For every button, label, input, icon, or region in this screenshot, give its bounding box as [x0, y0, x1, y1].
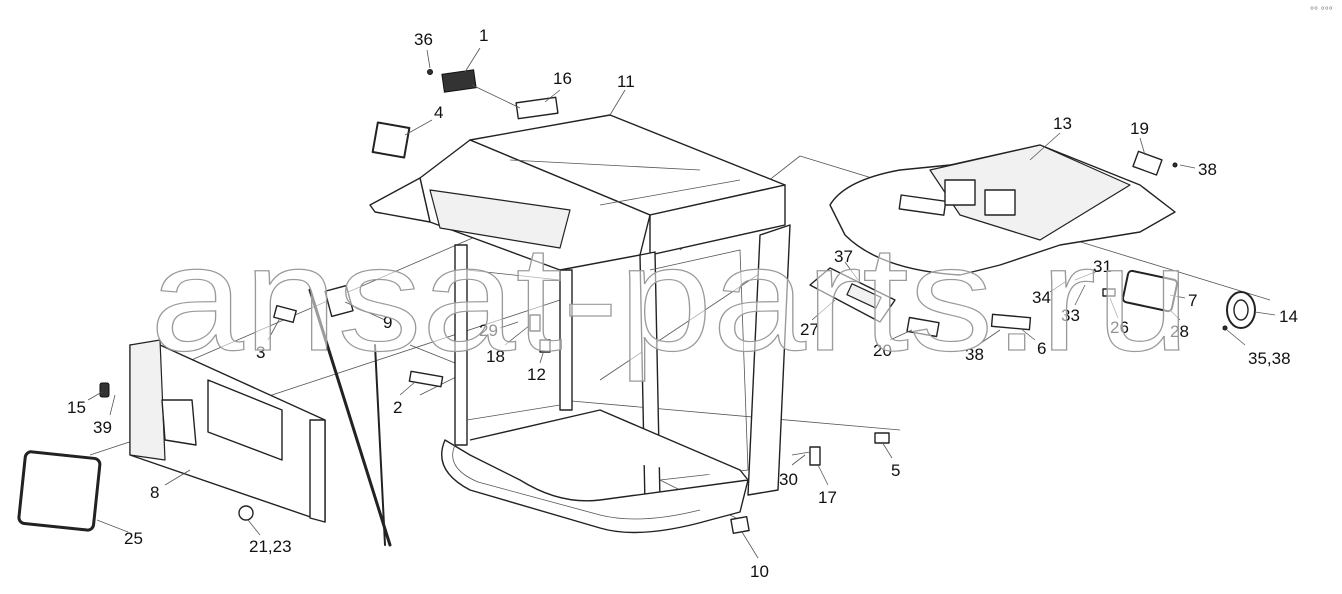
roof-liner [829, 144, 1176, 276]
bracket-18 [529, 314, 541, 332]
plate-10 [730, 516, 750, 534]
bracket-19 [1132, 150, 1163, 176]
latch-15 [99, 382, 110, 398]
grille-6 [990, 313, 1032, 331]
callout-14: 14 [1279, 307, 1298, 326]
callout-5: 5 [891, 461, 900, 480]
clip-26 [1102, 288, 1116, 297]
filter-panel [371, 121, 411, 159]
callout-2: 2 [393, 398, 402, 417]
small-parts [99, 69, 1256, 534]
watermark: ansat-parts.ru [150, 214, 1190, 382]
callout-16: 16 [553, 69, 572, 88]
knob-21-23 [238, 505, 254, 521]
callout-1: 1 [479, 26, 488, 45]
screw-36 [427, 69, 433, 75]
callout-38-mid: 38 [965, 345, 984, 364]
callout-11: 11 [617, 72, 635, 91]
callout-18: 18 [486, 347, 505, 366]
rear-floor-rail [469, 409, 749, 481]
callout-35-38: 35,38 [1248, 349, 1291, 368]
callout-13: 13 [1053, 114, 1072, 133]
interior-lamp [906, 316, 940, 338]
roof-lip [369, 177, 431, 223]
rear-right-pillar [747, 224, 791, 496]
callout-30: 30 [779, 470, 798, 489]
callout-31: 31 [1093, 257, 1112, 276]
callout-leaders [87, 47, 1276, 559]
liner-raised-hatch [929, 144, 1131, 241]
callout-38-top: 38 [1198, 160, 1217, 179]
callout-25: 25 [124, 529, 143, 548]
rear-left-pillar [559, 269, 573, 411]
left-door-panel [129, 339, 326, 523]
callout-10: 10 [750, 562, 769, 581]
callout-27: 27 [800, 320, 819, 339]
callout-17: 17 [818, 488, 837, 507]
door-window-opening [207, 379, 283, 461]
callout-3: 3 [256, 343, 265, 362]
callout-7: 7 [1188, 291, 1197, 310]
roof-inner-tray [429, 189, 571, 249]
callout-21-23: 21,23 [249, 537, 292, 556]
callout-20: 20 [873, 341, 892, 360]
window-seal [17, 450, 102, 532]
vent-grille [441, 69, 477, 93]
gas-strut [308, 284, 392, 547]
callout-labels: 1 36 16 11 4 13 19 38 37 31 34 7 33 26 2… [67, 26, 1298, 581]
callout-28: 28 [1170, 322, 1189, 341]
bracket-12 [539, 339, 551, 353]
callout-26: 26 [1110, 318, 1129, 337]
floor-frame [441, 439, 749, 534]
hinge-17 [809, 446, 821, 466]
cab-body [369, 114, 791, 534]
door-handle-recess [161, 399, 197, 446]
bracket-2 [408, 370, 444, 388]
callout-4: 4 [434, 103, 443, 122]
hinge-5 [874, 432, 890, 444]
callout-29: 29 [479, 321, 498, 340]
callout-6: 6 [1037, 339, 1046, 358]
callout-12: 12 [527, 365, 546, 384]
corner-mark: °° °°° [1310, 6, 1333, 17]
roof-right-box [649, 184, 786, 256]
callout-8: 8 [150, 483, 159, 502]
callout-19: 19 [1130, 119, 1149, 138]
callout-9: 9 [383, 313, 392, 332]
front-left-pillar [454, 244, 468, 446]
label-plate [515, 96, 559, 120]
callout-39: 39 [93, 418, 112, 437]
callout-36: 36 [414, 30, 433, 49]
callout-15: 15 [67, 398, 86, 417]
callout-34: 34 [1032, 288, 1051, 307]
bracket-3 [273, 304, 297, 324]
callout-33: 33 [1061, 306, 1080, 325]
callout-37: 37 [834, 247, 853, 266]
